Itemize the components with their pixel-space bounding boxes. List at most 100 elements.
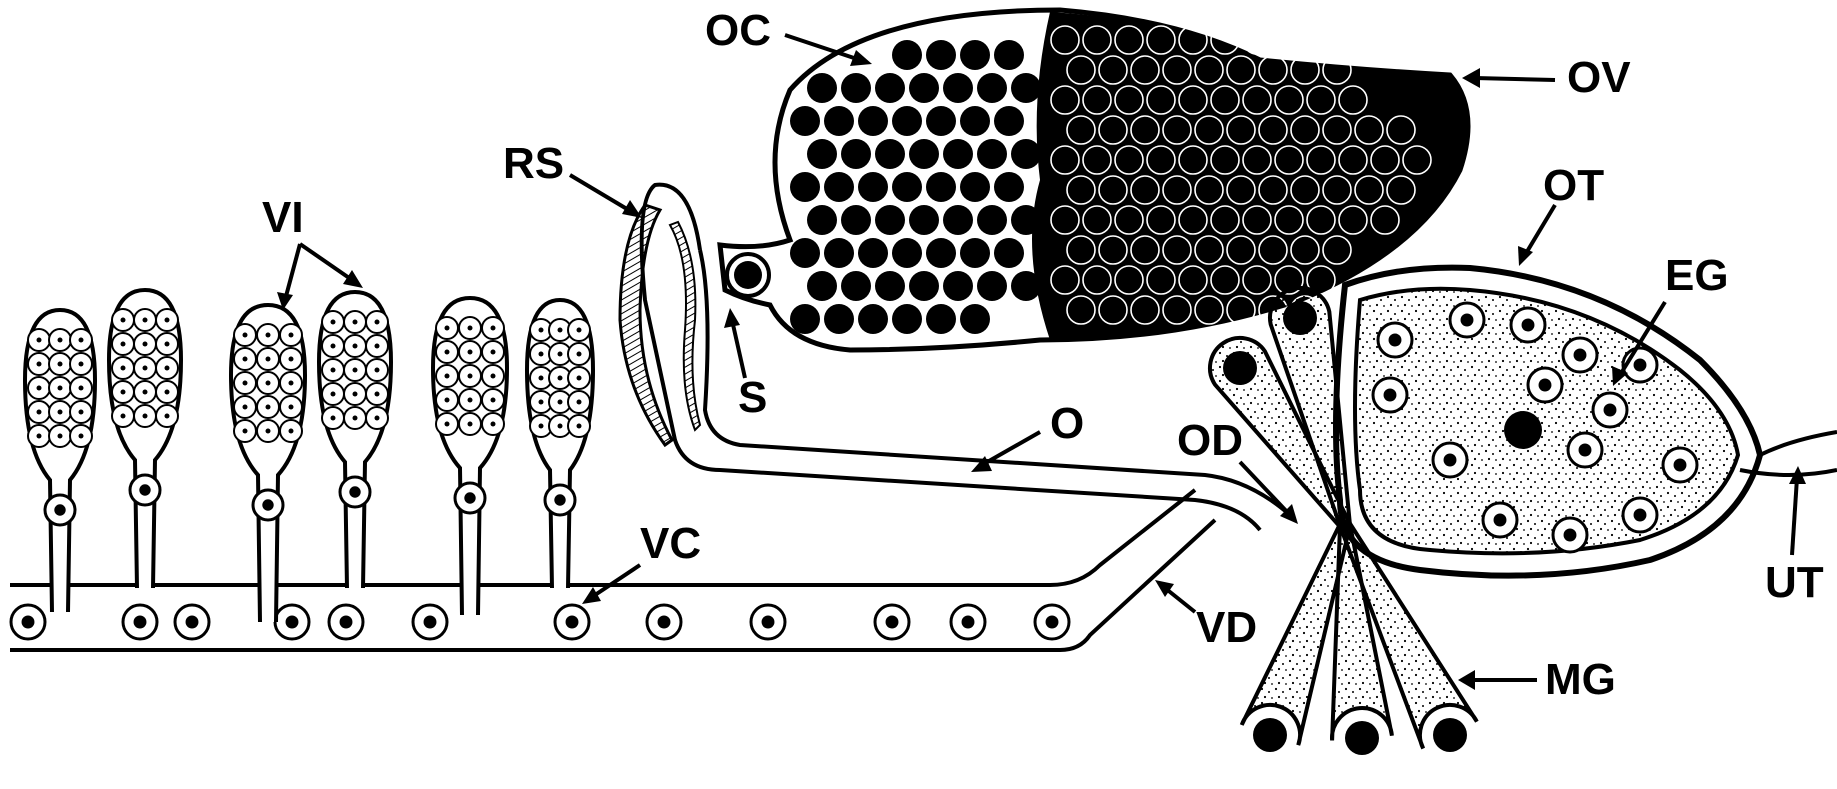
vesicle-cell-nucleus bbox=[121, 318, 126, 323]
vesicle-cell-nucleus bbox=[266, 333, 271, 338]
vesicle-cell-nucleus bbox=[289, 357, 294, 362]
vesicle-cell-nucleus bbox=[375, 320, 380, 325]
vc-cell-1-nucleus bbox=[22, 616, 35, 629]
oocyte-27 bbox=[824, 172, 854, 202]
vesicle-cell-nucleus bbox=[121, 390, 126, 395]
label-vc: VC bbox=[640, 519, 701, 568]
oocyte-12 bbox=[790, 106, 820, 136]
oocyte-31 bbox=[960, 172, 990, 202]
vesicle-cell-nucleus bbox=[353, 416, 358, 421]
vesicle-cell-nucleus bbox=[468, 398, 473, 403]
arrowhead-mg bbox=[1458, 670, 1475, 690]
vesicle-cell-nucleus bbox=[58, 386, 63, 391]
vesicle-cell-nucleus bbox=[445, 350, 450, 355]
vesicle-cell-nucleus bbox=[577, 352, 582, 357]
germ-cell-9 bbox=[1307, 26, 1335, 54]
vesicle-cell-nucleus bbox=[375, 368, 380, 373]
oocyte-26 bbox=[790, 172, 820, 202]
vesicle-cell-nucleus bbox=[165, 318, 170, 323]
oocyte-11 bbox=[1011, 73, 1041, 103]
oocyte-24 bbox=[977, 139, 1007, 169]
vesicle-cell-nucleus bbox=[468, 350, 473, 355]
vesicle-cell-nucleus bbox=[468, 326, 473, 331]
vc-cell-5-nucleus bbox=[340, 616, 353, 629]
oocyte-53 bbox=[1011, 271, 1041, 301]
vesicle-cell-nucleus bbox=[143, 366, 148, 371]
vesicle-cell-nucleus bbox=[58, 338, 63, 343]
arrow-ov bbox=[1475, 78, 1555, 80]
arrow-vi-1 bbox=[285, 244, 300, 300]
oocyte-56 bbox=[858, 304, 888, 334]
oocyte-17 bbox=[960, 106, 990, 136]
egg-cell-14-nucleus bbox=[1634, 509, 1647, 522]
vesicle-cell-nucleus bbox=[491, 398, 496, 403]
vesicle-cell-nucleus bbox=[577, 328, 582, 333]
vesicle-1 bbox=[25, 310, 95, 612]
label-vi: VI bbox=[262, 193, 304, 242]
vesicle-cell-nucleus bbox=[491, 374, 496, 379]
oocyte-14 bbox=[858, 106, 888, 136]
vc-cell-12-nucleus bbox=[1046, 616, 1059, 629]
oocyte-51 bbox=[943, 271, 973, 301]
oocyte-36 bbox=[909, 205, 939, 235]
vesicle-cell-nucleus bbox=[289, 333, 294, 338]
egg-cell-7-nucleus bbox=[1539, 379, 1552, 392]
germ-cell-8 bbox=[1275, 26, 1303, 54]
vesicle-cell-nucleus bbox=[37, 434, 42, 439]
oocyte-41 bbox=[824, 238, 854, 268]
vesicle-cell-nucleus bbox=[121, 414, 126, 419]
vesicle-cell-nucleus bbox=[79, 410, 84, 415]
mehlis-lobe-nucleus bbox=[1433, 718, 1467, 752]
vesicle-cell-nucleus bbox=[577, 400, 582, 405]
oocyte-10 bbox=[977, 73, 1007, 103]
vesicle-cell-nucleus bbox=[289, 381, 294, 386]
vesicle-cell-nucleus bbox=[539, 400, 544, 405]
oocyte-43 bbox=[892, 238, 922, 268]
vesicle-cell-nucleus bbox=[58, 410, 63, 415]
vc-cell-2-nucleus bbox=[134, 616, 147, 629]
vesicle-stalk-cell-nucleus bbox=[349, 486, 360, 497]
label-eg: EG bbox=[1665, 251, 1729, 300]
vesicle-cell-nucleus bbox=[468, 422, 473, 427]
egg-nucleus bbox=[1504, 411, 1542, 449]
egg-cell-11-nucleus bbox=[1674, 459, 1687, 472]
vesicle-cell-nucleus bbox=[58, 434, 63, 439]
oocyte-45 bbox=[960, 238, 990, 268]
vesicle-4 bbox=[319, 292, 391, 588]
vesicle-cell-nucleus bbox=[165, 342, 170, 347]
vesicle-cell-nucleus bbox=[37, 362, 42, 367]
vesicle-cell-nucleus bbox=[165, 390, 170, 395]
arrowhead-vc bbox=[582, 587, 601, 604]
vc-cell-8-nucleus bbox=[658, 616, 671, 629]
vas-collector-cells bbox=[11, 605, 1069, 639]
oocyte-57 bbox=[892, 304, 922, 334]
vc-cell-4-nucleus bbox=[286, 616, 299, 629]
oocyte-55 bbox=[824, 304, 854, 334]
vesicle-cell-nucleus bbox=[558, 400, 563, 405]
egg-cell-4-nucleus bbox=[1574, 349, 1587, 362]
sphincter-cell-core bbox=[734, 261, 762, 289]
arrowhead-vi-2 bbox=[343, 270, 363, 288]
oocyte-16 bbox=[926, 106, 956, 136]
oocyte-50 bbox=[909, 271, 939, 301]
vesicle-stalk-cell-nucleus bbox=[554, 494, 565, 505]
vesicle-cell-nucleus bbox=[558, 352, 563, 357]
oocyte-40 bbox=[790, 238, 820, 268]
oocyte-46 bbox=[994, 238, 1024, 268]
vc-cell-7-nucleus bbox=[566, 616, 579, 629]
vesicle-3 bbox=[231, 305, 305, 622]
vesicle-cell-nucleus bbox=[558, 328, 563, 333]
vesicle-cell-nucleus bbox=[577, 376, 582, 381]
mehlis-lobe-nucleus bbox=[1283, 301, 1317, 335]
vesicle-cell-nucleus bbox=[558, 376, 563, 381]
egg-cell-13-nucleus bbox=[1564, 529, 1577, 542]
oocyte-13 bbox=[824, 106, 854, 136]
egg-cell-12-nucleus bbox=[1494, 514, 1507, 527]
vesicle-cell-nucleus bbox=[143, 342, 148, 347]
oocyte-9 bbox=[943, 73, 973, 103]
egg-cell-8-nucleus bbox=[1604, 404, 1617, 417]
egg-cell-5-nucleus bbox=[1634, 359, 1647, 372]
vesicle-cell-nucleus bbox=[558, 424, 563, 429]
egg-cell-9-nucleus bbox=[1444, 454, 1457, 467]
vesicle-cell-nucleus bbox=[375, 416, 380, 421]
